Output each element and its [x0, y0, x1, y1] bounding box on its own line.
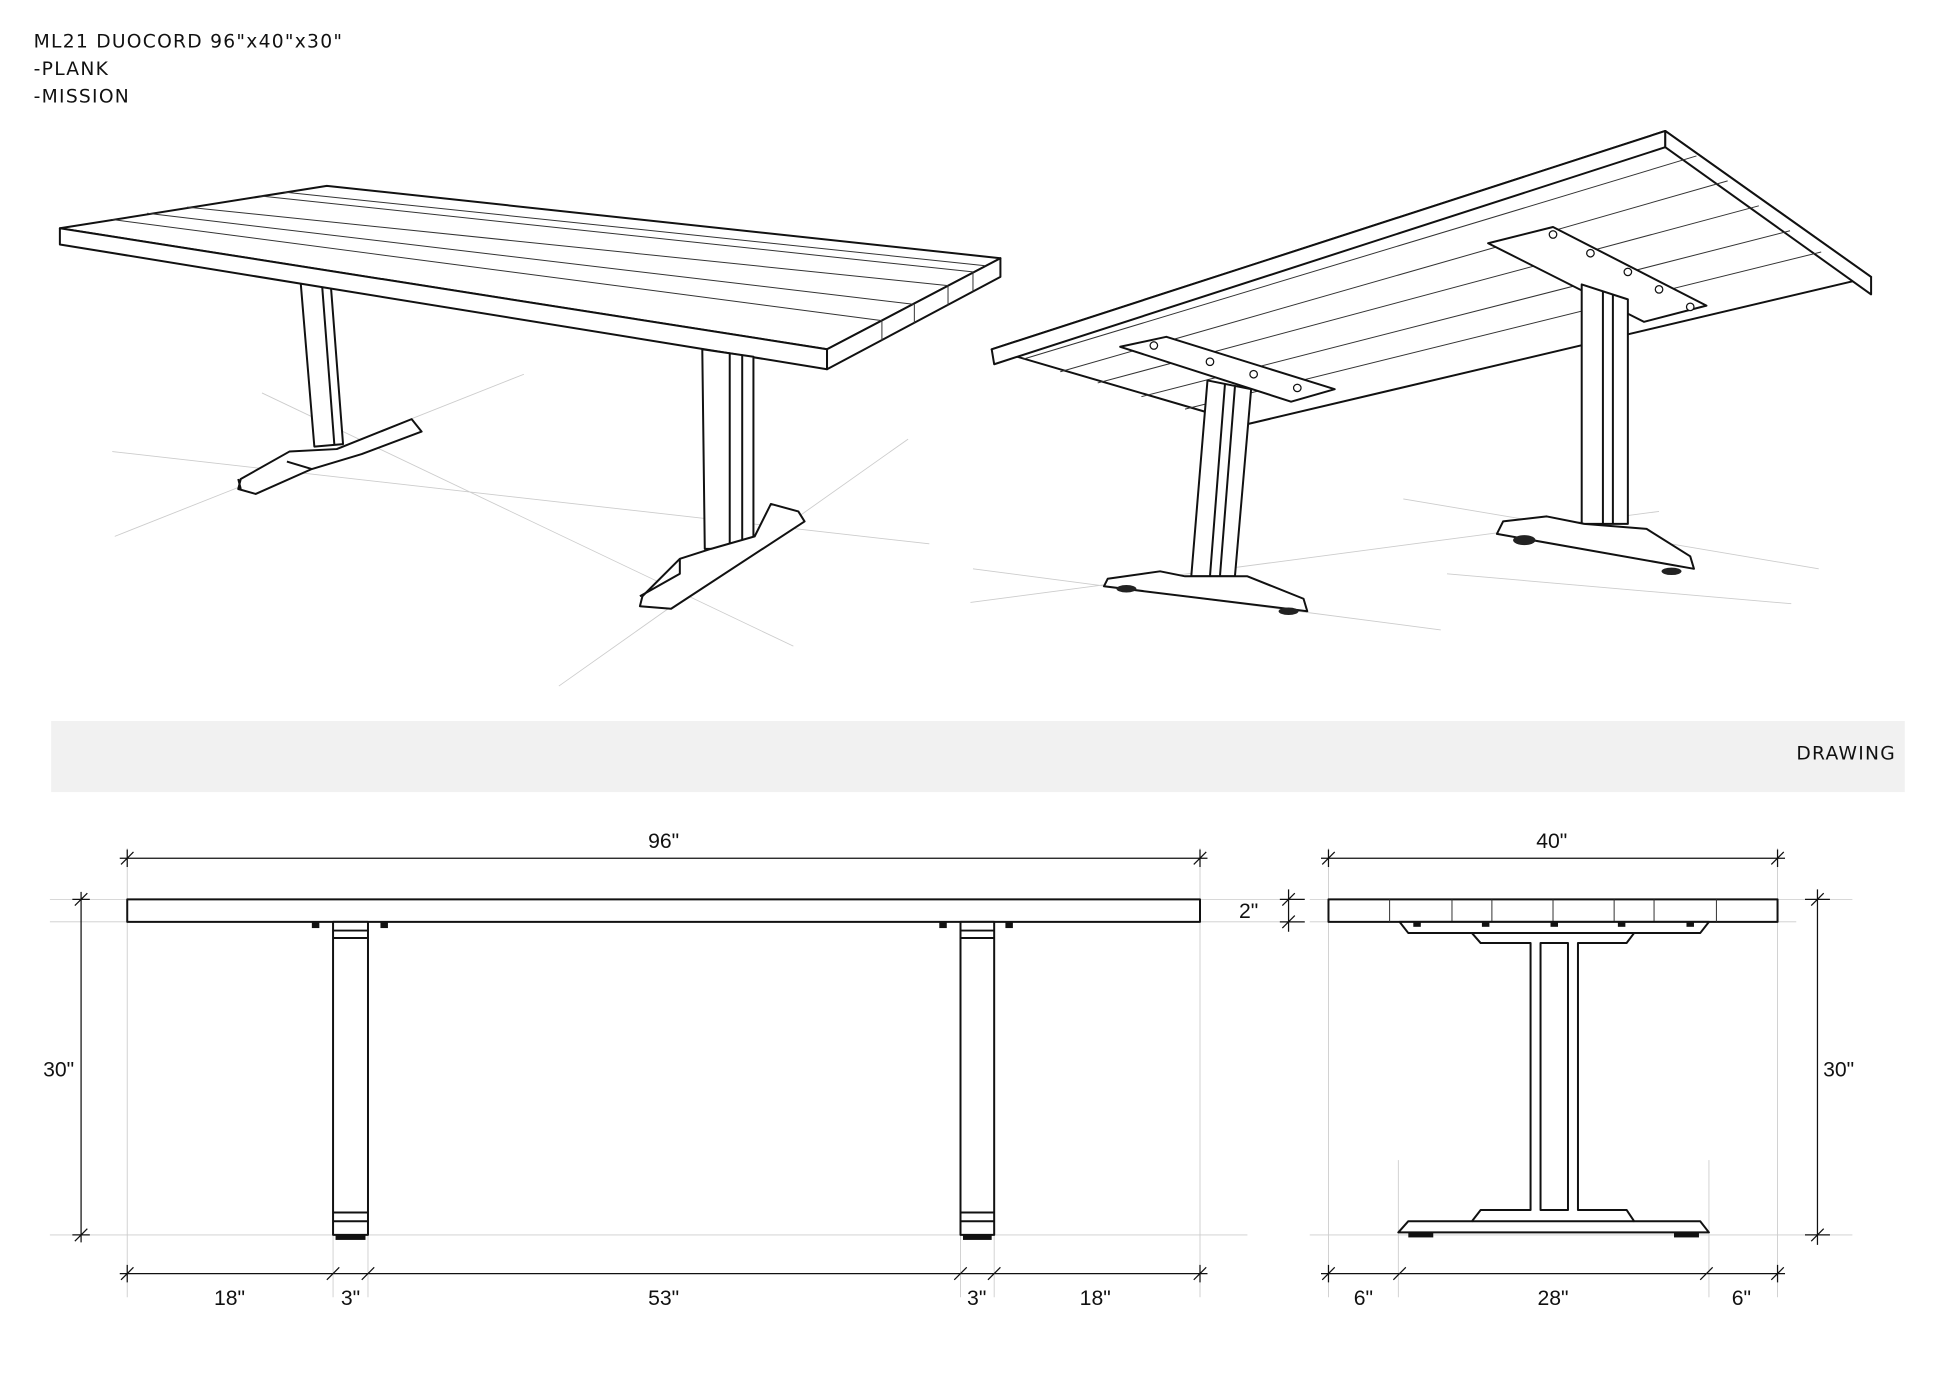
product-title: ML21 DUOCORD 96"x40"x30" [34, 31, 344, 52]
dim-overall-length: 96" [648, 830, 679, 853]
front-elevation: 96" 30" 2" 18" 3" 53" 3" 18" [43, 830, 1305, 1310]
section-header-bar: DRAWING [51, 720, 1905, 793]
dim-overall-width: 40" [1536, 830, 1567, 853]
dim-leg-right: 3" [967, 1287, 986, 1310]
dim-height-front: 30" [43, 1059, 74, 1082]
dim-leg-left: 3" [341, 1287, 360, 1310]
title-block: ML21 DUOCORD 96"x40"x30" -PLANK -MISSION [34, 31, 344, 107]
dim-leg-span: 53" [648, 1287, 679, 1310]
dim-overhang-left: 18" [214, 1287, 245, 1310]
dim-overhang-right: 18" [1080, 1287, 1111, 1310]
product-style-mission: -MISSION [34, 86, 130, 107]
side-elevation: 40" 30" 6" 28" 6" [1309, 830, 1854, 1310]
section-label: DRAWING [1796, 744, 1896, 765]
perspective-view-underside [970, 129, 1873, 631]
dim-side-overhang-right: 6" [1732, 1287, 1751, 1310]
dim-top-thickness: 2" [1239, 900, 1258, 923]
product-style-plank: -PLANK [34, 59, 109, 80]
dim-foot-width: 28" [1537, 1287, 1568, 1310]
dim-height-side: 30" [1823, 1059, 1854, 1082]
perspective-view-top [58, 184, 1002, 687]
dim-side-overhang-left: 6" [1354, 1287, 1373, 1310]
